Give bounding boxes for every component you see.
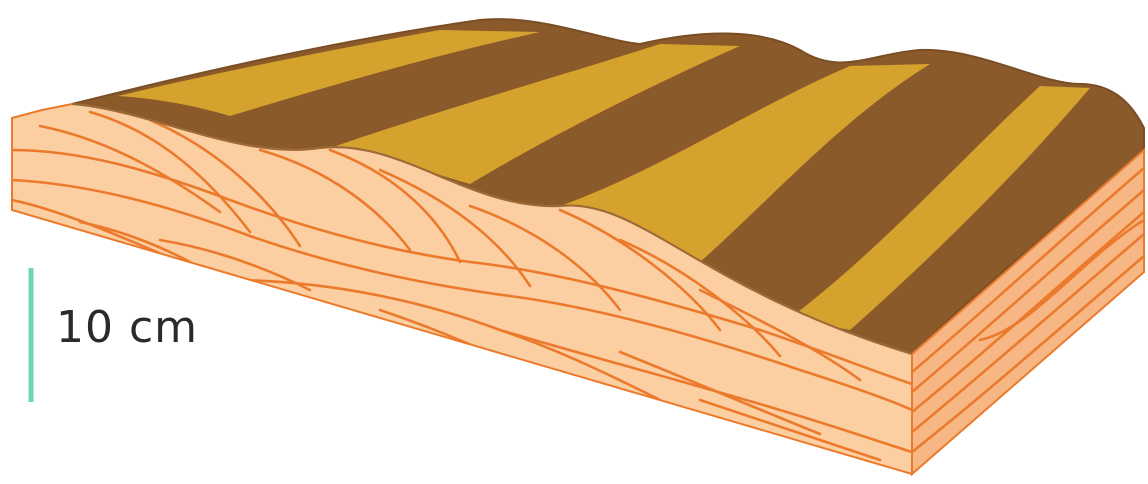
scale-bar-label: 10 cm (56, 302, 198, 353)
